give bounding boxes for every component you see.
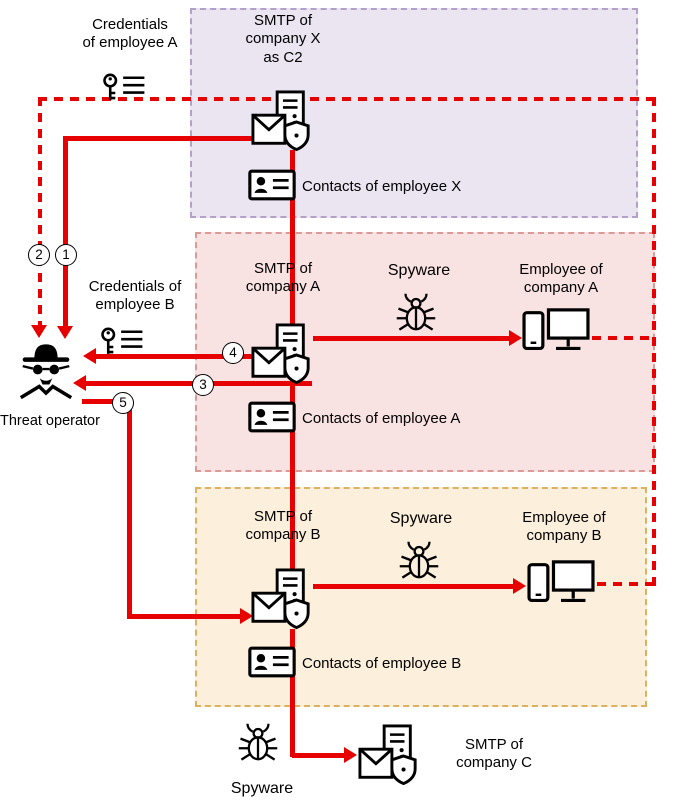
smtp-a-label: SMTP of company A — [245, 260, 321, 296]
step-5-badge: 5 — [112, 392, 134, 414]
smtp-b-to-employee-b-arrowhead — [513, 578, 526, 594]
flow-5-line-h1 — [82, 399, 132, 404]
step-2-badge: 2 — [28, 244, 50, 266]
contacts-b-label: Contacts of employee B — [302, 655, 462, 672]
employee-a-computer-icon — [522, 308, 590, 355]
flow-1-line-vertical — [63, 136, 68, 326]
threat-operator-spy-icon — [14, 342, 78, 399]
smtp-company-x-mail-server-icon — [251, 90, 313, 152]
smtp-company-a-mail-server-icon — [251, 323, 313, 385]
smtp-a-to-employee-a-line — [313, 336, 509, 341]
credentials-b-label: Credentials of employee B — [88, 278, 182, 314]
phish-b-to-c-line-horizontal — [292, 753, 344, 758]
spyware-a-bug-icon — [395, 292, 437, 334]
employee-b-computer-icon — [527, 560, 595, 607]
contacts-x-label: Contacts of employee X — [302, 178, 462, 195]
credentials-a-label: Credentials of employee A — [82, 16, 178, 52]
step-3-badge: 3 — [192, 374, 214, 396]
spyware-b-bug-icon — [398, 540, 440, 582]
flow-3-arrowhead — [73, 375, 86, 391]
flow-4-arrowhead — [83, 348, 96, 364]
smtp-b-to-employee-b-line — [313, 584, 513, 589]
spyware-c-label: Spyware — [230, 780, 294, 797]
smtp-b-label: SMTP of company B — [245, 508, 321, 544]
employee-b-c2-line — [597, 582, 656, 586]
flow-5-line-vertical — [127, 399, 132, 619]
c2-channel-top-line — [38, 97, 656, 101]
credentials-a-key-icon — [101, 72, 149, 102]
flow-1-arrowhead — [57, 326, 73, 339]
contacts-b-card-icon — [248, 646, 296, 678]
step-4-badge: 4 — [222, 342, 244, 364]
phish-x-to-a-line — [290, 150, 295, 326]
smtp-x-label: SMTP of company X as C2 — [245, 12, 321, 66]
contacts-a-card-icon — [248, 401, 296, 433]
c2-channel-right-line — [652, 97, 656, 587]
step-1-badge: 1 — [55, 244, 77, 266]
flow-1-line-horizontal — [63, 136, 293, 141]
flow-2-arrowhead — [31, 325, 47, 338]
spyware-b-label: Spyware — [389, 510, 453, 527]
employee-b-label: Employee of company B — [522, 509, 606, 545]
employee-a-c2-line — [592, 336, 656, 340]
smtp-company-b-mail-server-icon — [251, 568, 313, 630]
smtp-company-c-mail-server-icon — [358, 724, 420, 786]
spyware-c-bug-icon — [237, 722, 279, 764]
phish-a-to-b-line — [290, 384, 295, 570]
phish-to-c-arrowhead — [344, 747, 357, 763]
flow-5-arrowhead — [240, 608, 253, 624]
contacts-a-label: Contacts of employee A — [302, 410, 461, 427]
threat-operator-label: Threat operator — [0, 413, 100, 429]
smtp-c-label: SMTP of company C — [456, 736, 532, 772]
flow-2-line-vertical — [38, 97, 42, 325]
phish-b-to-c-line-vertical — [290, 629, 295, 757]
spyware-a-label: Spyware — [387, 262, 451, 279]
employee-a-label: Employee of company A — [519, 261, 603, 297]
flow-4-line — [96, 354, 254, 359]
credentials-b-key-icon — [99, 326, 147, 356]
flow-5-line-h2 — [127, 614, 242, 619]
contacts-x-card-icon — [248, 169, 296, 201]
smtp-a-to-employee-a-arrowhead — [509, 330, 522, 346]
